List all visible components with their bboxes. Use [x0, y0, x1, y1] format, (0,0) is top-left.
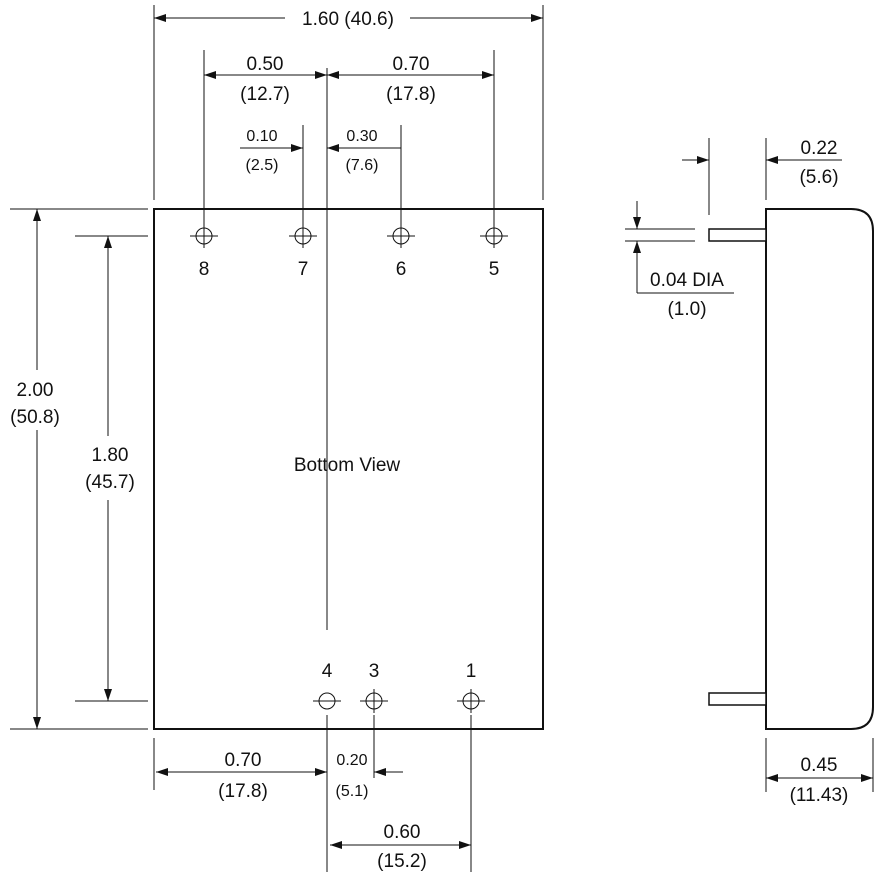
pin-4 [313, 692, 341, 710]
svg-text:(17.8): (17.8) [386, 84, 436, 105]
pin-3 [360, 689, 388, 713]
dim-pin-diameter: 0.04 DIA (1.0) [625, 201, 734, 320]
svg-text:0.22: 0.22 [801, 138, 838, 159]
dim-center-pin5: 0.70 (17.8) [327, 50, 495, 225]
pin-label-6: 6 [396, 259, 407, 280]
pin-7 [289, 224, 317, 248]
pins-top: 8 7 6 5 [190, 224, 508, 280]
side-pin-bottom [708, 692, 767, 706]
module-body-side-view [765, 208, 874, 730]
svg-text:(5.6): (5.6) [799, 167, 838, 188]
svg-text:0.45: 0.45 [801, 755, 838, 776]
svg-text:(45.7): (45.7) [85, 472, 135, 493]
module-body-bottom-view [153, 208, 544, 730]
svg-text:0.60: 0.60 [384, 822, 421, 843]
dim-center-pin6: 0.30 (7.6) [327, 125, 402, 225]
svg-text:(11.43): (11.43) [790, 785, 849, 806]
pin-8 [190, 224, 218, 248]
svg-text:1.60 (40.6): 1.60 (40.6) [302, 9, 394, 30]
dim-edge-pin4: 0.70 (17.8) [153, 738, 327, 802]
svg-text:(17.8): (17.8) [218, 781, 268, 802]
pin-label-4: 4 [322, 661, 333, 682]
pin-label-7: 7 [298, 259, 309, 280]
svg-text:0.20: 0.20 [336, 752, 367, 769]
svg-text:0.10: 0.10 [246, 128, 277, 145]
pin-label-3: 3 [369, 661, 380, 682]
svg-text:(12.7): (12.7) [240, 84, 290, 105]
svg-text:(50.8): (50.8) [10, 407, 60, 428]
svg-text:0.50: 0.50 [247, 54, 284, 75]
svg-text:0.04 DIA: 0.04 DIA [650, 270, 724, 291]
svg-text:0.70: 0.70 [225, 750, 262, 771]
svg-text:2.00: 2.00 [17, 380, 54, 401]
svg-text:(15.2): (15.2) [377, 851, 427, 872]
pin-label-1: 1 [466, 661, 477, 682]
pin-1 [457, 689, 485, 713]
svg-text:(5.1): (5.1) [336, 783, 369, 800]
dim-pin-length: 0.22 (5.6) [682, 138, 842, 215]
svg-text:0.70: 0.70 [393, 54, 430, 75]
dim-pin7-offset: 0.10 (2.5) [240, 125, 304, 225]
side-pin-top [708, 228, 767, 242]
svg-text:0.30: 0.30 [346, 128, 377, 145]
pins-bottom: 4 3 1 [313, 661, 485, 713]
view-title: Bottom View [294, 455, 401, 476]
svg-text:(2.5): (2.5) [246, 157, 279, 174]
dim-pin-row-spacing: 1.80 (45.7) [75, 235, 148, 702]
dim-pin4-pin3: 0.20 (5.1) [336, 715, 403, 800]
pin-6 [387, 224, 415, 248]
dim-overall-height: 2.00 (50.8) [10, 208, 148, 730]
dim-body-height: 0.45 (11.43) [765, 738, 874, 806]
pin-label-5: 5 [489, 259, 500, 280]
svg-text:(1.0): (1.0) [667, 299, 706, 320]
pin-5 [480, 224, 508, 248]
svg-text:1.80: 1.80 [92, 445, 129, 466]
dim-overall-width: 1.60 (40.6) [153, 5, 544, 200]
dim-pin8-center: 0.50 (12.7) [203, 50, 327, 225]
pin-label-8: 8 [199, 259, 210, 280]
svg-text:(7.6): (7.6) [346, 157, 379, 174]
dim-pin4-pin1: 0.60 (15.2) [330, 715, 472, 872]
